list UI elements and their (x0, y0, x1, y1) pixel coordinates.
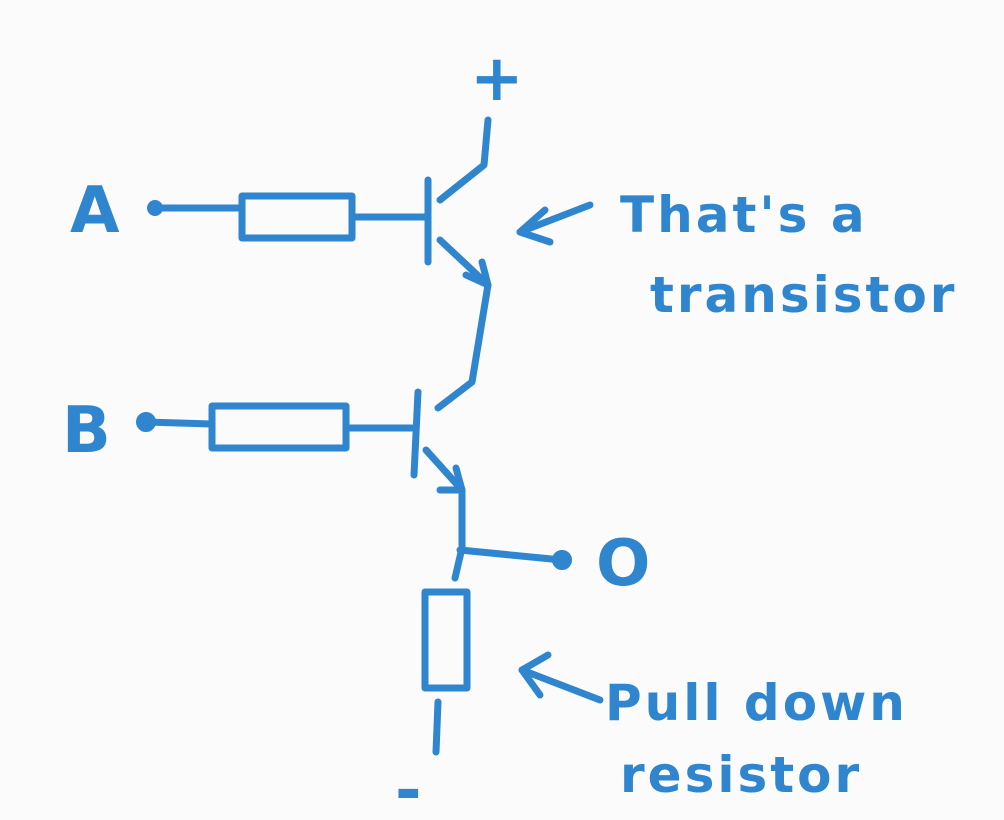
wire-t1-to-t2 (434, 281, 492, 412)
resistor-a (238, 192, 356, 242)
transistor-2-base (410, 388, 422, 479)
annotation-pulldown-1: Pull down (605, 674, 908, 732)
arrow-head-pulldown (518, 651, 552, 699)
label-input-a: A (70, 174, 120, 248)
annotation-transistor-1: That's a (620, 186, 868, 244)
transistor-1-collector (436, 116, 492, 204)
wire-emitter-to-output (451, 486, 466, 582)
pulldown-resistor (421, 588, 471, 692)
arrow-head-transistor (516, 206, 554, 246)
transistor-1-emitter (436, 236, 492, 289)
label-plus: + (470, 42, 524, 116)
transistor-2-emitter (422, 446, 466, 494)
wire-b-to-resistor (142, 418, 216, 428)
annotation-transistor-2: transistor (650, 266, 957, 324)
wire-output (456, 546, 566, 564)
resistor-b (208, 402, 350, 452)
annotation-pulldown-2: resistor (620, 746, 862, 804)
label-minus: - (395, 754, 422, 820)
arrow-to-transistor (516, 201, 594, 236)
terminal-o (552, 550, 572, 570)
wire-to-ground (432, 698, 442, 756)
label-input-b: B (62, 394, 111, 468)
label-output: O (596, 527, 650, 601)
arrow-to-pulldown (518, 666, 604, 704)
